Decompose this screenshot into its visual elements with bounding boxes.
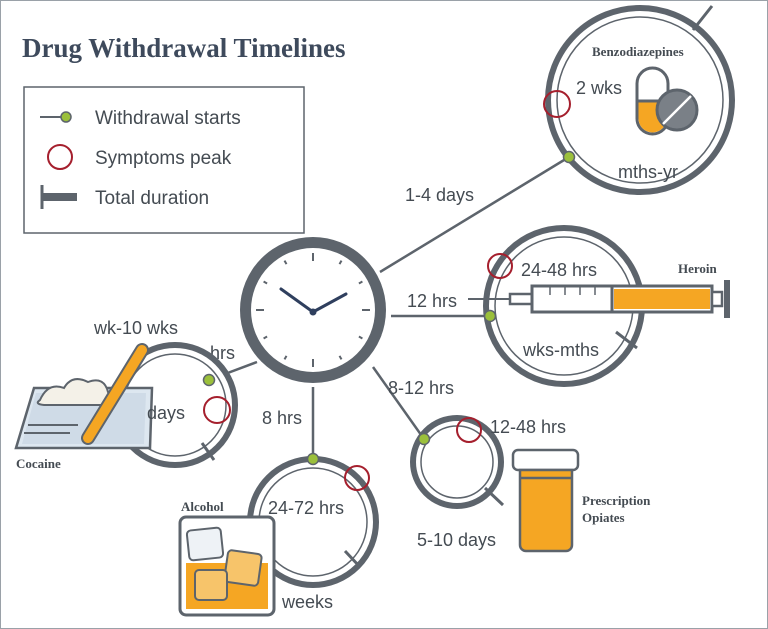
clock-icon — [240, 237, 386, 383]
benzo-name: Benzodiazepines — [592, 44, 684, 59]
cocaine-peak: days — [147, 403, 185, 423]
cocaine-timeline: Cocaine days wk-10 wks — [14, 318, 238, 471]
heroin-peak-icon — [487, 253, 513, 279]
benzo-peak: 2 wks — [576, 78, 622, 98]
whiskey-glass-icon — [178, 515, 276, 617]
opiates-duration-mark — [483, 486, 505, 507]
link-label-opiates: 8-12 hrs — [388, 378, 454, 398]
opiates-duration: 5-10 days — [417, 530, 496, 550]
alcohol-duration-mark — [343, 549, 362, 569]
benzo-duration-mark — [691, 5, 714, 31]
legend-start-icon — [40, 111, 72, 123]
cocaine-start-dot — [202, 373, 216, 387]
heroin-start-dot — [483, 309, 497, 323]
link-label-heroin: 12 hrs — [407, 291, 457, 311]
page-title: Drug Withdrawal Timelines — [22, 33, 346, 63]
alcohol-timeline: Alcohol 24-72 hrs weeks — [178, 452, 379, 617]
straw-icon — [81, 343, 149, 445]
link-label-alcohol: 8 hrs — [262, 408, 302, 428]
legend-peak-label: Symptoms peak — [95, 148, 232, 169]
cocaine-duration-mark — [200, 442, 216, 461]
link-label-benzo: 1-4 days — [405, 185, 474, 205]
benzo-duration: mths-yr — [618, 162, 678, 182]
legend-peak-icon — [47, 144, 73, 170]
syringe-icon — [468, 280, 730, 318]
legend: Withdrawal starts Symptoms peak Total du… — [23, 86, 305, 234]
heroin-duration: wks-mths — [522, 340, 599, 360]
pill-tablet-icon — [655, 88, 699, 132]
cocaine-name: Cocaine — [16, 456, 61, 471]
opiates-peak-icon — [456, 417, 482, 443]
alcohol-duration: weeks — [281, 592, 333, 612]
heroin-peak: 24-48 hrs — [521, 260, 597, 280]
benzo-start-dot — [562, 150, 576, 164]
heroin-duration-mark — [615, 330, 638, 350]
benzo-peak-icon — [543, 90, 571, 118]
opiates-name-line2: Opiates — [582, 510, 625, 525]
opiates-timeline: Prescription Opiates 12-48 hrs 5-10 days — [410, 415, 651, 553]
alcohol-start-dot — [306, 452, 320, 466]
opiates-start-dot — [417, 432, 431, 446]
heroin-name: Heroin — [678, 261, 718, 276]
cocaine-duration: wk-10 wks — [93, 318, 178, 338]
alcohol-peak: 24-72 hrs — [268, 498, 344, 518]
benzo-timeline: Benzodiazepines 2 wks mths-yr — [543, 5, 735, 195]
alcohol-name: Alcohol — [181, 499, 224, 514]
alcohol-peak-icon — [344, 465, 370, 491]
legend-duration-icon — [40, 185, 77, 209]
opiates-peak: 12-48 hrs — [490, 417, 566, 437]
cocaine-peak-icon — [203, 396, 231, 424]
legend-duration-label: Total duration — [95, 188, 209, 209]
heroin-timeline: Heroin 24-48 hrs wks-mths — [468, 225, 730, 387]
pill-bottle-icon — [511, 448, 580, 553]
opiates-name-line1: Prescription — [582, 493, 651, 508]
legend-starts-label: Withdrawal starts — [95, 108, 241, 129]
